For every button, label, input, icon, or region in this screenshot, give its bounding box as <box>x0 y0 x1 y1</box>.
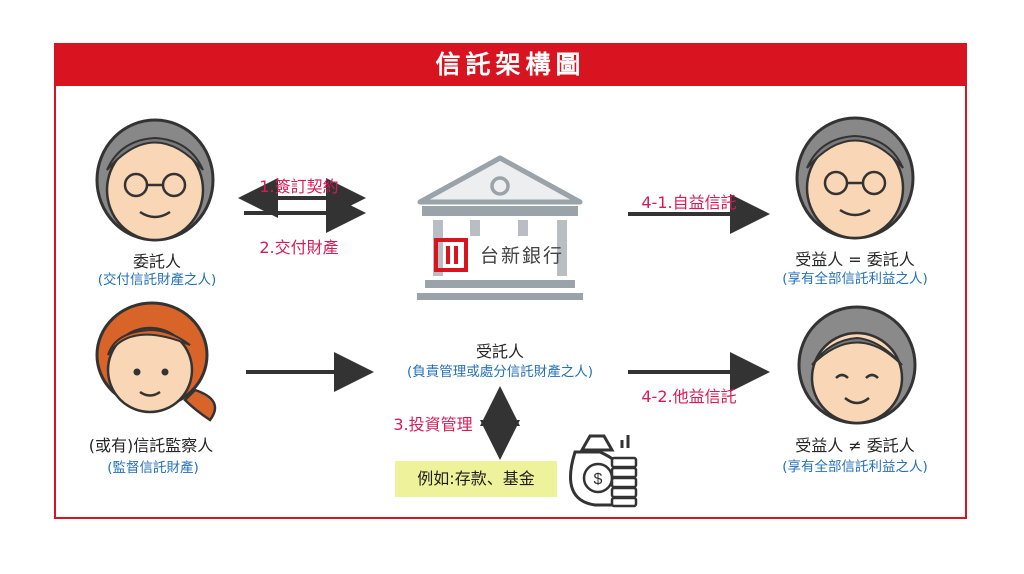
supervisor-desc: (監督信託財產) <box>107 460 199 476</box>
supervisor-avatar-icon <box>95 301 217 422</box>
beneficiary-other-avatar-icon <box>797 305 917 425</box>
supervisor-name: (或有)信託監察人 <box>88 436 214 455</box>
trustee-name: 受託人 <box>475 342 524 361</box>
coin-stack-icon <box>610 435 638 508</box>
svg-text:$: $ <box>594 471 603 488</box>
beneficiary-self-desc: (享有全部信託利益之人) <box>782 271 928 287</box>
trustee-desc: (負責管理或處分信託財產之人) <box>406 364 594 380</box>
beneficiary-other-desc: (享有全部信託利益之人) <box>782 459 928 475</box>
example-box: 例如:存款、基金 <box>395 461 557 497</box>
edge-invest-label: 3.投資管理 <box>393 415 473 434</box>
diagram-title: 信託架構圖 <box>54 43 967 86</box>
beneficiary-other-name: 受益人 ≠ 委託人 <box>795 436 915 455</box>
beneficiary-self-name: 受益人 = 委託人 <box>795 250 915 269</box>
settlor-desc: (交付信託財產之人) <box>97 272 217 288</box>
settlor-avatar-icon <box>95 118 215 242</box>
beneficiary-self-avatar-icon <box>795 116 915 240</box>
edge-sign-label: 1.簽訂契約 <box>259 177 339 196</box>
edge-self-trust-label: 4-1.自益信託 <box>641 193 737 212</box>
bank-building-icon <box>417 155 583 300</box>
settlor-name: 委託人 <box>132 252 181 271</box>
edge-deliver-label: 2.交付財產 <box>259 238 339 257</box>
bank-name: 台新銀行 <box>480 245 565 267</box>
bank-logo-icon <box>434 238 468 272</box>
edge-other-trust-label: 4-2.他益信託 <box>641 387 737 406</box>
